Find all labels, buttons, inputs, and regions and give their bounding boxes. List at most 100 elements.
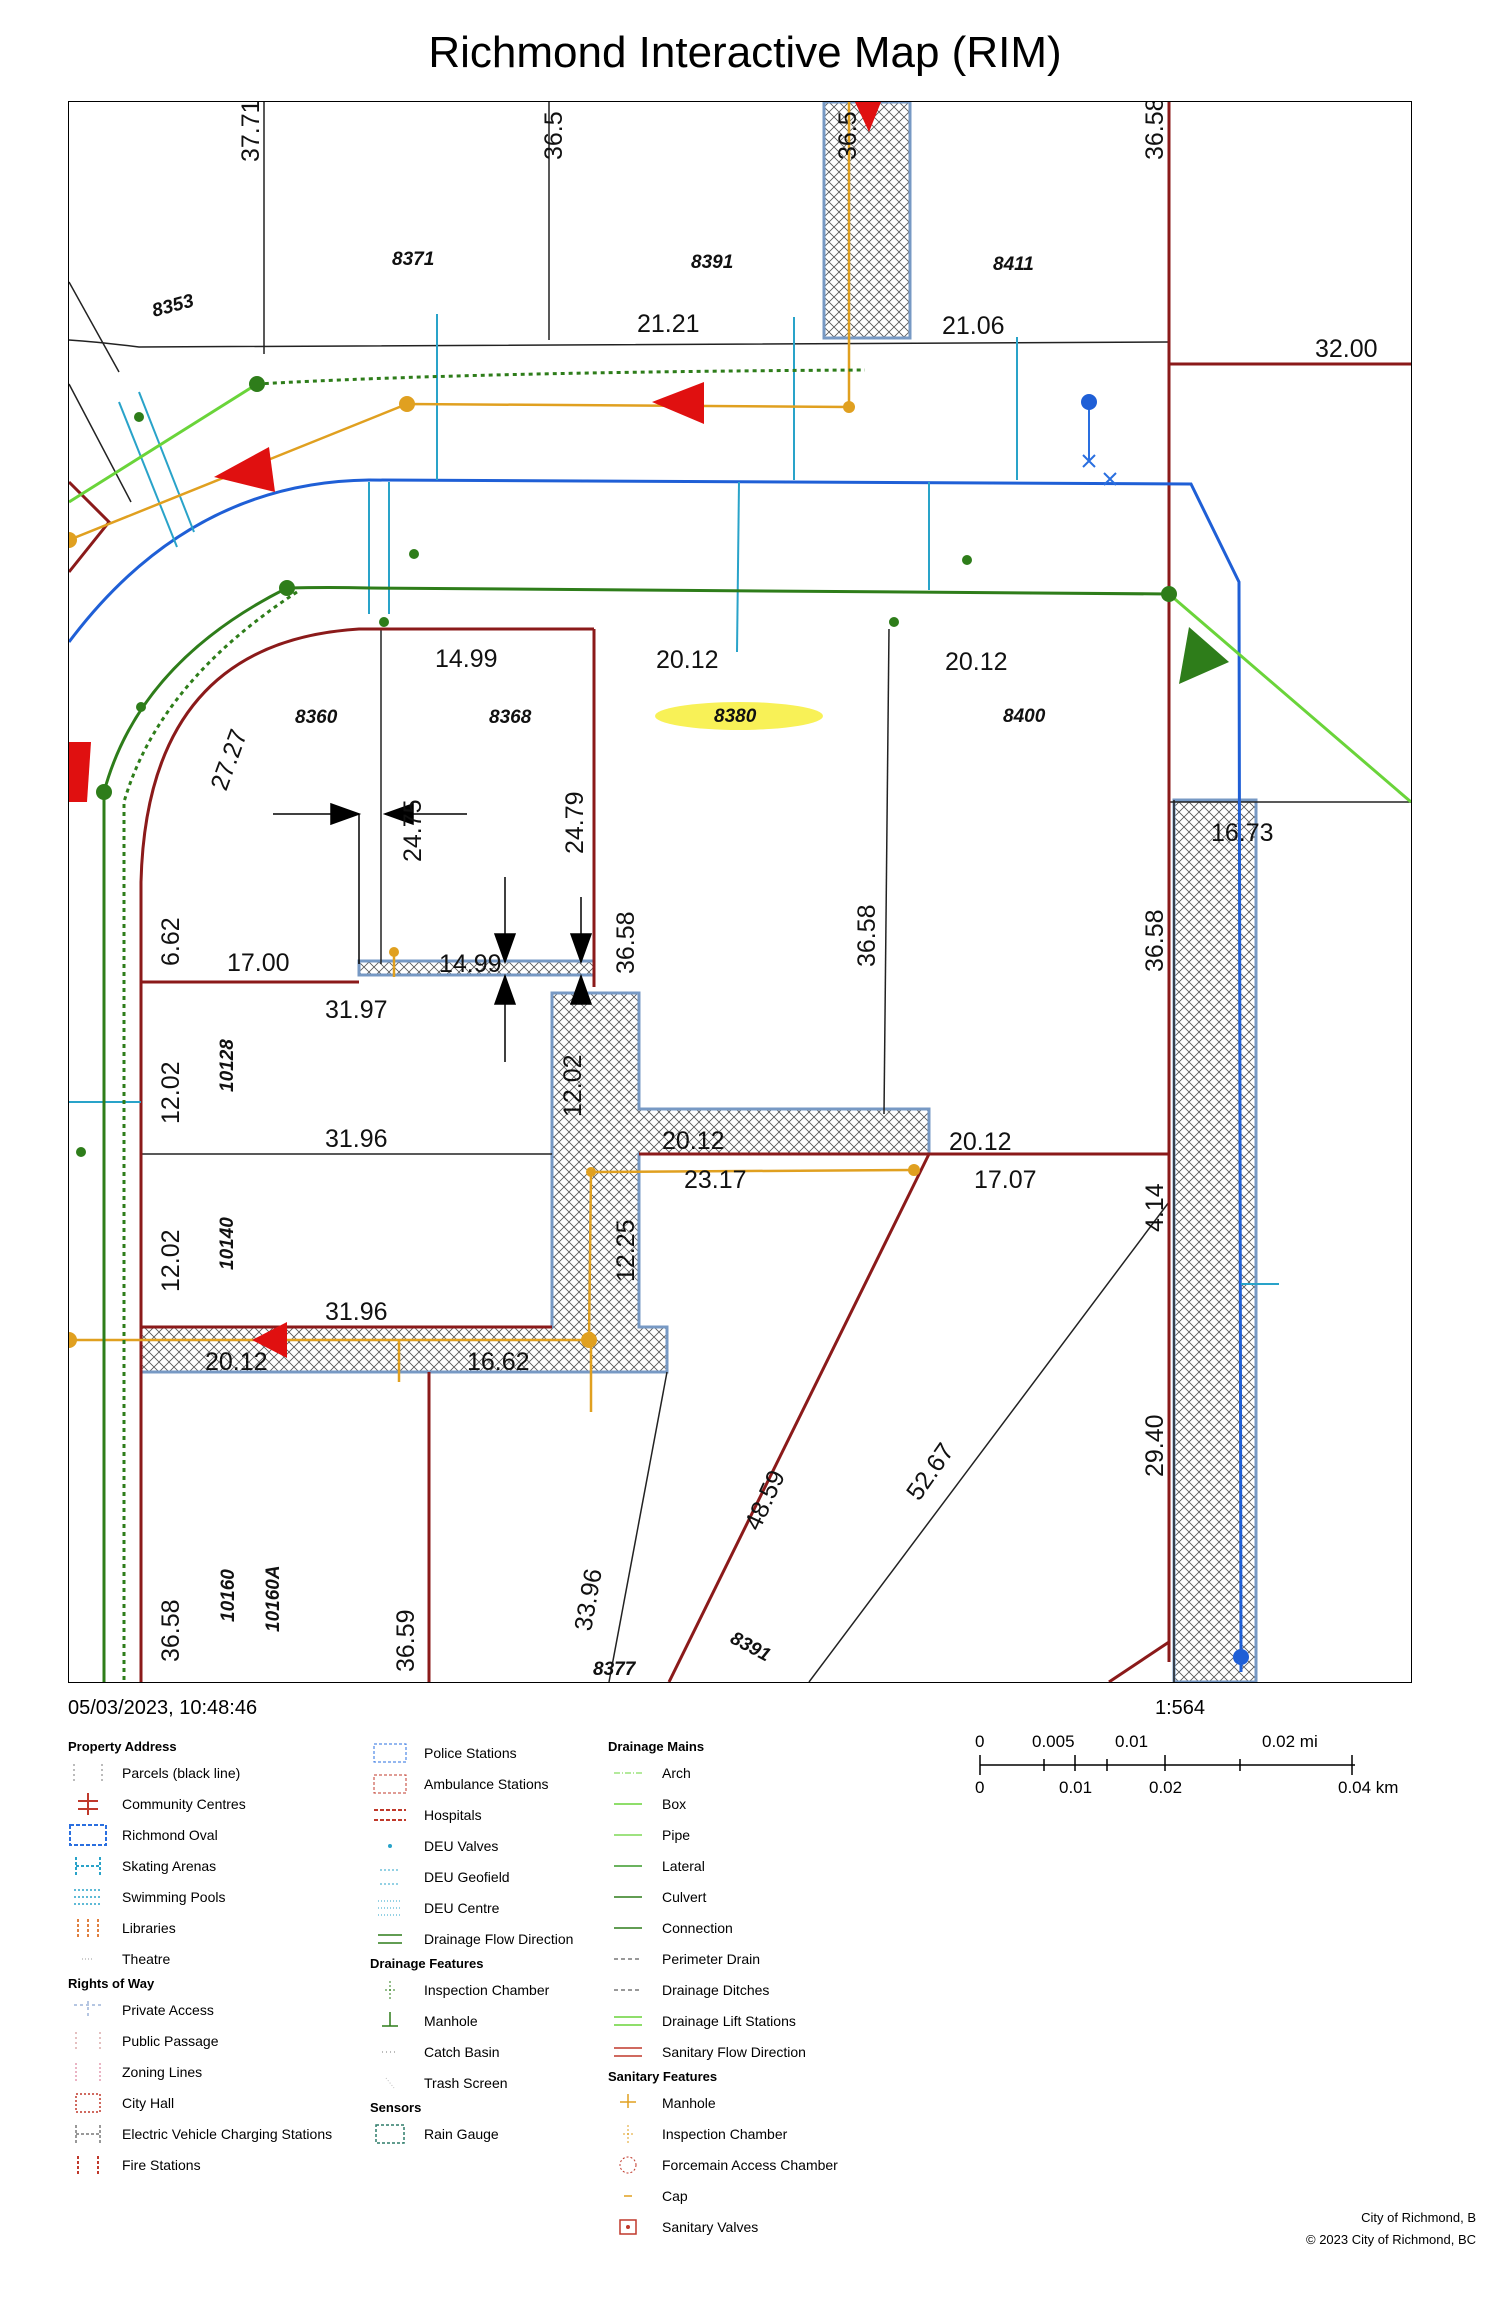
legend-label: DEU Centre [424, 1899, 500, 1916]
legend-item-cap: Cap [608, 2180, 838, 2211]
drainage-pipes [69, 314, 1279, 1673]
legend-label: Connection [662, 1919, 733, 1936]
dimension-label: 31.97 [325, 996, 388, 1024]
dimension-label: 36.58 [853, 904, 881, 967]
legend-label: Perimeter Drain [662, 1950, 761, 1967]
address-label: 8391 [691, 252, 733, 273]
dimension-label: 17.00 [227, 949, 290, 977]
legend-label: Ambulance Stations [424, 1775, 549, 1792]
legend-item-private-access: Private Access [68, 1994, 332, 2025]
deu-valve-icon [370, 1833, 410, 1859]
legend-header-property: Property Address [68, 1739, 177, 1754]
dimension-label: 6.62 [157, 917, 185, 966]
legend-label: Forcemain Access Chamber [662, 2156, 838, 2173]
legend-item-culvert: Culvert [608, 1881, 838, 1912]
community-centre-icon [68, 1791, 108, 1817]
dimension-labels: 37.71 36.5 36.5 36.58 21.21 21.06 32.00 … [157, 102, 1378, 1672]
legend-label: Pipe [662, 1826, 691, 1843]
scale-bottom-tick: 0 [975, 1778, 984, 1797]
legend-column-1: Property Address Parcels (black line) Co… [68, 1737, 332, 2180]
dimension-label: 32.00 [1315, 335, 1378, 363]
richmond-oval-icon [68, 1822, 108, 1848]
inspection-chamber-icon [370, 1977, 410, 2003]
skating-arena-icon [68, 1853, 108, 1879]
rain-gauge-icon [370, 2121, 410, 2147]
legend-header-sensors: Sensors [370, 2100, 422, 2115]
legend-label: Manhole [662, 2094, 716, 2111]
legend-item-forcemain-access: Forcemain Access Chamber [608, 2149, 838, 2180]
legend-label: Manhole [424, 2012, 478, 2029]
perimeter-drain-icon [608, 1946, 648, 1972]
library-icon [68, 1915, 108, 1941]
address-label: 8411 [993, 254, 1034, 275]
legend-label: Catch Basin [424, 2043, 500, 2060]
legend-label: Inspection Chamber [662, 2125, 788, 2142]
dimension-label: 36.5 [834, 111, 862, 160]
theatre-icon [68, 1946, 108, 1972]
legend-item-zoning: Zoning Lines [68, 2056, 332, 2087]
dimension-label: 31.96 [325, 1298, 388, 1326]
dimension-label: 14.99 [435, 645, 498, 673]
dimension-label: 37.71 [237, 102, 265, 162]
scale-bottom-tick: 0.04 km [1338, 1778, 1398, 1797]
public-passage-icon [68, 2028, 108, 2054]
drainage-manhole-icon [370, 2008, 410, 2034]
legend-item-ev-charging: Electric Vehicle Charging Stations [68, 2118, 332, 2149]
legend-item-arch: Arch [608, 1757, 838, 1788]
legend-item-sanitary-manhole: Manhole [608, 2087, 838, 2118]
map-svg[interactable]: 8371 8391 8411 8353 8360 8368 8380 8400 … [69, 102, 1411, 1682]
dimension-label: 12.02 [157, 1061, 185, 1124]
legend-item-drainage-manhole: Manhole [370, 2005, 573, 2036]
map-canvas[interactable]: 8371 8391 8411 8353 8360 8368 8380 8400 … [68, 101, 1412, 1683]
legend-label: Rain Gauge [424, 2125, 499, 2142]
legend-header-drainage-features: Drainage Features [370, 1956, 484, 1971]
property-lines [69, 102, 1411, 1682]
legend-item-drainage-ditches: Drainage Ditches [608, 1974, 838, 2005]
legend-item-deu-geofield: DEU Geofield [370, 1861, 573, 1892]
sanitary-flow-icon [608, 2039, 648, 2065]
legend-item-community: Community Centres [68, 1788, 332, 1819]
legend-label: City Hall [122, 2094, 175, 2111]
legend-item-pipe: Pipe [608, 1819, 838, 1850]
legend-header-sanitary-features: Sanitary Features [608, 2069, 718, 2084]
dimension-label: 20.12 [656, 646, 719, 674]
dimension-label: 16.62 [467, 1348, 530, 1376]
legend-label: Drainage Flow Direction [424, 1930, 574, 1947]
legend-item-inspection-chamber: Inspection Chamber [370, 1974, 573, 2005]
legend-label: Community Centres [122, 1795, 246, 1812]
dimension-label: 20.12 [949, 1128, 1012, 1156]
legend-label: Hospitals [424, 1806, 482, 1823]
scale-top-tick: 0.005 [1032, 1732, 1075, 1751]
legend-item-deu-centre: DEU Centre [370, 1892, 573, 1923]
legend-label: Drainage Lift Stations [662, 2012, 796, 2029]
scale-top-tick: 0.02 mi [1262, 1732, 1318, 1751]
legend-item-rain-gauge: Rain Gauge [370, 2118, 573, 2149]
legend-label: Arch [662, 1764, 691, 1781]
drainage-ditch-icon [608, 1977, 648, 2003]
legend-item-sanitary-flow: Sanitary Flow Direction [608, 2036, 838, 2067]
dimension-label: 20.12 [205, 1348, 268, 1376]
sanitary-valve-icon [608, 2214, 648, 2240]
address-label: 8368 [489, 707, 532, 728]
credits-line-1: City of Richmond, B [1361, 2210, 1476, 2225]
legend-label: Skating Arenas [122, 1857, 217, 1874]
scale-bar: 0 0.005 0.01 0.02 mi 0 0.01 0.02 0.04 km [975, 1732, 1398, 1797]
legend-item-trash-screen: Trash Screen [370, 2067, 573, 2098]
drainage-connections [69, 368, 1411, 1682]
dimension-label: 21.06 [942, 312, 1005, 340]
scale-top-tick: 0 [975, 1732, 984, 1751]
legend-label: Culvert [662, 1888, 707, 1905]
dimension-label: 20.12 [662, 1127, 725, 1155]
legend-label: Swimming Pools [122, 1888, 226, 1905]
legend-item-parcels: Parcels (black line) [68, 1757, 332, 1788]
dimension-label: 36.58 [1141, 102, 1169, 160]
legend-label: Inspection Chamber [424, 1981, 550, 1998]
legend-item-sanitary-valves: Sanitary Valves [608, 2211, 838, 2242]
swimming-pool-icon [68, 1884, 108, 1910]
legend-label: Richmond Oval [122, 1826, 218, 1843]
scale-bottom-tick: 0.01 [1059, 1778, 1092, 1797]
right-of-way-areas [139, 102, 1258, 1682]
legend-column-2: Police Stations Ambulance Stations Hospi… [370, 1737, 573, 2149]
legend-label: Libraries [122, 1919, 176, 1936]
dimension-label: 24.75 [399, 799, 427, 862]
